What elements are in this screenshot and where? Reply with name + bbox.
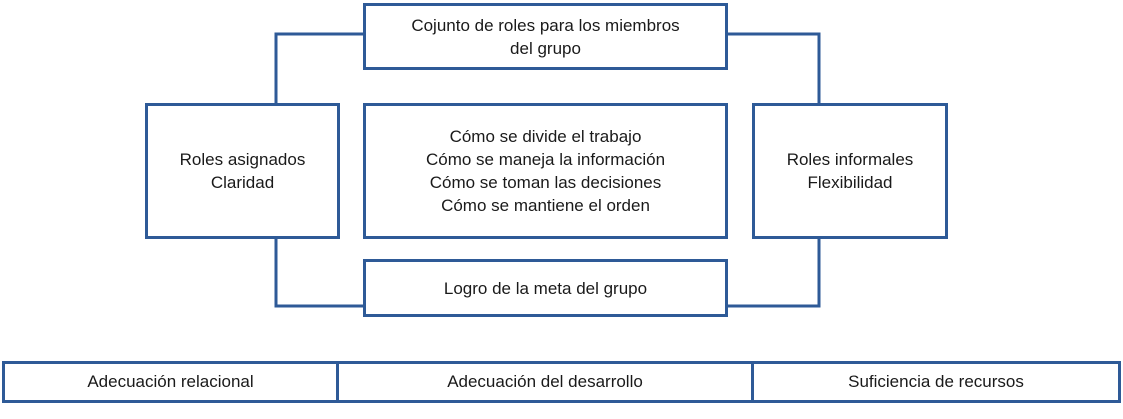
connector-top-right	[726, 32, 821, 103]
informal-roles-line-1: Roles informales	[786, 150, 914, 169]
group-roles-box: Cojunto de roles para los miembros del g…	[363, 3, 728, 70]
connector-bottom-left	[274, 239, 365, 308]
assigned-roles-box: Roles asignados Claridad	[145, 103, 340, 239]
assigned-roles-line-1: Roles asignados	[179, 150, 306, 169]
process-line-1: Cómo se divide el trabajo	[449, 127, 642, 146]
group-roles-line-1: Cojunto de roles para los miembros	[411, 15, 680, 35]
informal-roles-line-2: Flexibilidad	[807, 173, 893, 192]
informal-roles-box: Roles informales Flexibilidad	[752, 103, 948, 239]
assigned-roles-line-2: Claridad	[210, 173, 275, 192]
process-line-3: Cómo se toman las decisiones	[429, 173, 662, 192]
criteria-cell-development: Adecuación del desarrollo	[339, 364, 754, 400]
group-roles-line-2: del grupo	[510, 38, 581, 58]
connector-top-left	[274, 32, 365, 103]
criteria-cell-relational: Adecuación relacional	[5, 364, 339, 400]
group-goal-box: Logro de la meta del grupo	[363, 259, 728, 317]
criteria-cell-resources: Suficiencia de recursos	[848, 372, 1024, 391]
criteria-bar: Adecuación relacional Adecuación del des…	[2, 361, 1121, 403]
group-processes-box: Cómo se divide el trabajo Cómo se maneja…	[363, 103, 728, 239]
process-line-2: Cómo se maneja la información	[425, 150, 666, 169]
connector-bottom-right	[726, 239, 821, 308]
group-goal-line-1: Logro de la meta del grupo	[443, 278, 648, 298]
process-line-4: Cómo se mantiene el orden	[441, 196, 650, 215]
